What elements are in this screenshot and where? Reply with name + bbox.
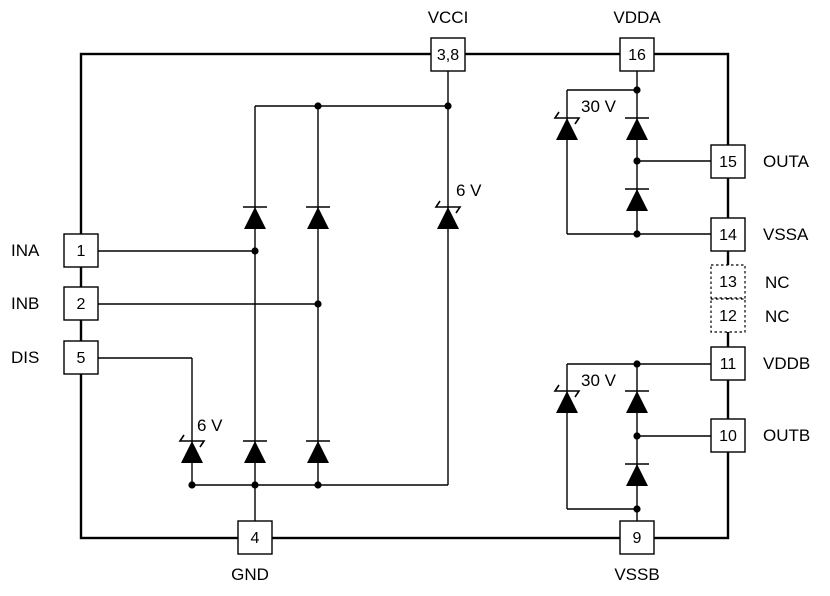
pin-nc-13: 13 NC [710,264,790,299]
pin-vssb-number: 9 [633,530,642,547]
pin-nc-12-number: 12 [719,308,737,325]
pin-dis-label: DIS [11,348,39,367]
pin-vssa: 14 VSSA [710,217,809,252]
pin-vssa-number: 14 [719,227,737,244]
pin-vcci-label: VCCI [428,8,469,27]
diode-outb-to-vddb [625,390,649,413]
pin-outa: 15 OUTA [710,144,810,179]
diode-vssb-to-outb [625,463,649,486]
package-outline [79,52,730,540]
diode-vssa-to-outa [625,188,649,211]
zener-dis-clamp [178,434,206,463]
pin-dis-number: 5 [77,350,86,367]
pin-nc-13-label: NC [765,273,790,292]
pin-vcci: 3,8 VCCI [428,8,469,72]
channel-b-wiring [566,363,711,521]
junction-dots [188,86,641,513]
diode-gnd-to-ina [243,440,267,463]
pin-gnd-number: 4 [251,530,260,547]
zener-channel-b-clamp [553,384,581,413]
input-wiring [98,71,449,521]
pin-vddb-number: 11 [720,356,737,373]
pin-inb: 2 INB [11,286,99,321]
pin-outb: 10 OUTB [710,418,810,453]
pin-inb-number: 2 [77,296,86,313]
pin-nc-13-number: 13 [719,274,737,291]
diode-inb-to-vcci [306,206,330,229]
zener-channel-a-clamp [553,111,581,140]
pin-nc-12-label: NC [765,307,790,326]
pin-ina: 1 INA [11,233,99,268]
pin-vddb-label: VDDB [763,354,810,373]
pin-vdda-label: VDDA [613,8,661,27]
diode-gnd-to-inb [306,440,330,463]
pin-vssb-label: VSSB [614,565,659,584]
diode-ina-to-vcci [243,206,267,229]
pin-ina-label: INA [11,241,40,260]
pin-outb-number: 10 [719,428,737,445]
pin-ina-number: 1 [77,243,86,260]
zener-channel-b-voltage-label: 30 V [581,371,617,390]
pin-vssb: 9 VSSB [614,520,660,584]
zener-channel-a-voltage-label: 30 V [581,97,617,116]
pin-outa-label: OUTA [763,152,810,171]
zener-dis-voltage-label: 6 V [197,416,223,435]
pin-gnd: 4 GND [231,520,273,584]
pin-vssa-label: VSSA [763,225,809,244]
zener-vcci-clamp [434,200,462,229]
pin-nc-12: 12 NC [710,298,790,333]
pin-vdda: 16 VDDA [613,8,661,72]
pin-dis: 5 DIS [11,340,99,375]
pin-vddb: 11 VDDB [710,346,810,381]
pin-gnd-label: GND [231,565,269,584]
diode-outa-to-vdda [625,117,649,140]
pin-inb-label: INB [11,294,39,313]
pin-vdda-number: 16 [628,47,646,64]
pin-vcci-number: 3,8 [437,47,459,64]
pin-outb-label: OUTB [763,426,810,445]
pin-outa-number: 15 [719,154,737,171]
zener-vcci-voltage-label: 6 V [456,181,482,200]
